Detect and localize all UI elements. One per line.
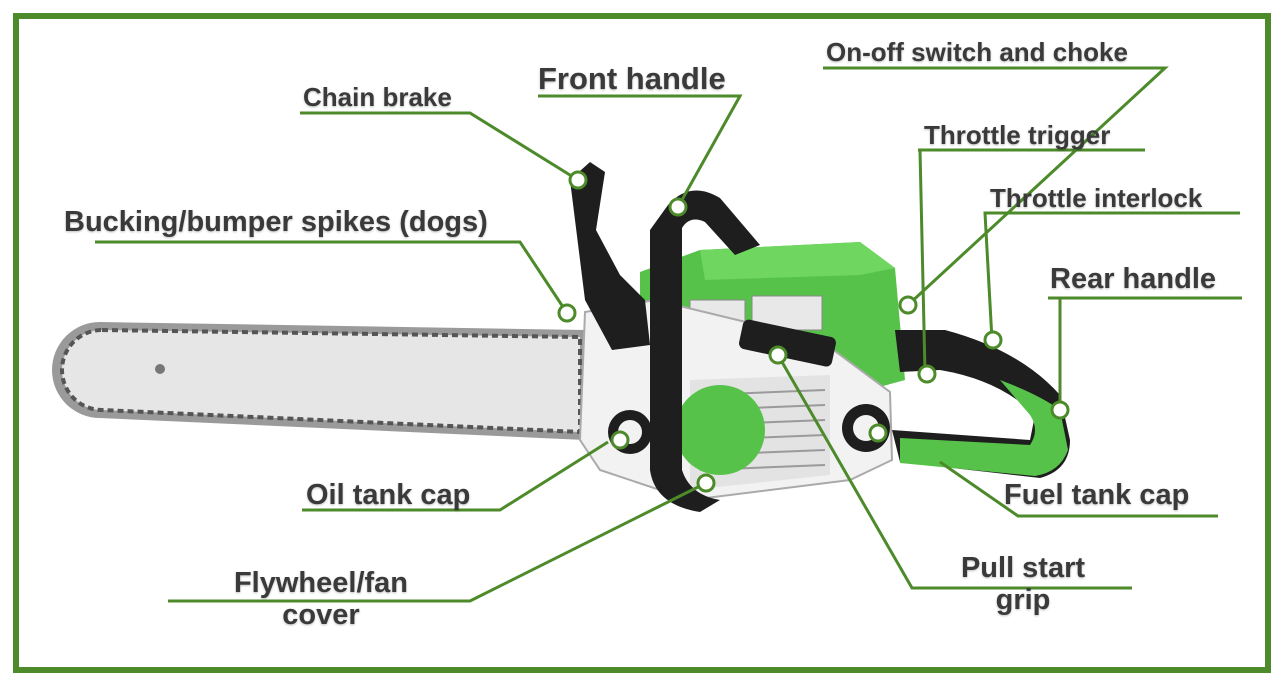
callout-dot-throttle-interlock [985,332,1001,348]
label-throttle-trigger: Throttle trigger [924,121,1110,150]
chain-brake-guard [570,162,650,350]
label-on-off-switch: On-off switch and choke [826,38,1128,67]
label-chain-brake: Chain brake [303,83,452,112]
callout-dot-on-off [900,297,916,313]
callout-dot-front-handle [670,199,686,215]
label-pull-start-line1: Pull start [930,553,1116,585]
guide-bar [52,322,585,440]
label-pull-start-line2: grip [930,585,1116,617]
callout-dot-bucking-spikes [559,305,575,321]
label-front-handle: Front handle [538,62,726,96]
label-flywheel-line2: cover [210,600,432,632]
callout-dot-rear-handle [1052,402,1068,418]
label-pull-start-grip: Pull start grip [930,553,1116,617]
callout-dot-oil-cap [612,432,628,448]
label-oil-tank-cap: Oil tank cap [306,480,470,512]
label-bucking-spikes: Bucking/bumper spikes (dogs) [64,207,488,239]
label-throttle-interlock: Throttle interlock [990,184,1202,213]
callout-dot-pull-start [770,347,786,363]
callout-dot-flywheel [698,475,714,491]
callout-dot-throttle-trigger [919,366,935,382]
label-rear-handle: Rear handle [1050,264,1216,296]
label-flywheel-cover: Flywheel/fan cover [210,568,432,632]
rear-handle-shape [892,330,1070,478]
callout-dot-fuel-cap [870,425,886,441]
label-fuel-tank-cap: Fuel tank cap [1004,480,1189,512]
callout-dot-chain-brake [570,172,586,188]
label-flywheel-line1: Flywheel/fan [210,568,432,600]
